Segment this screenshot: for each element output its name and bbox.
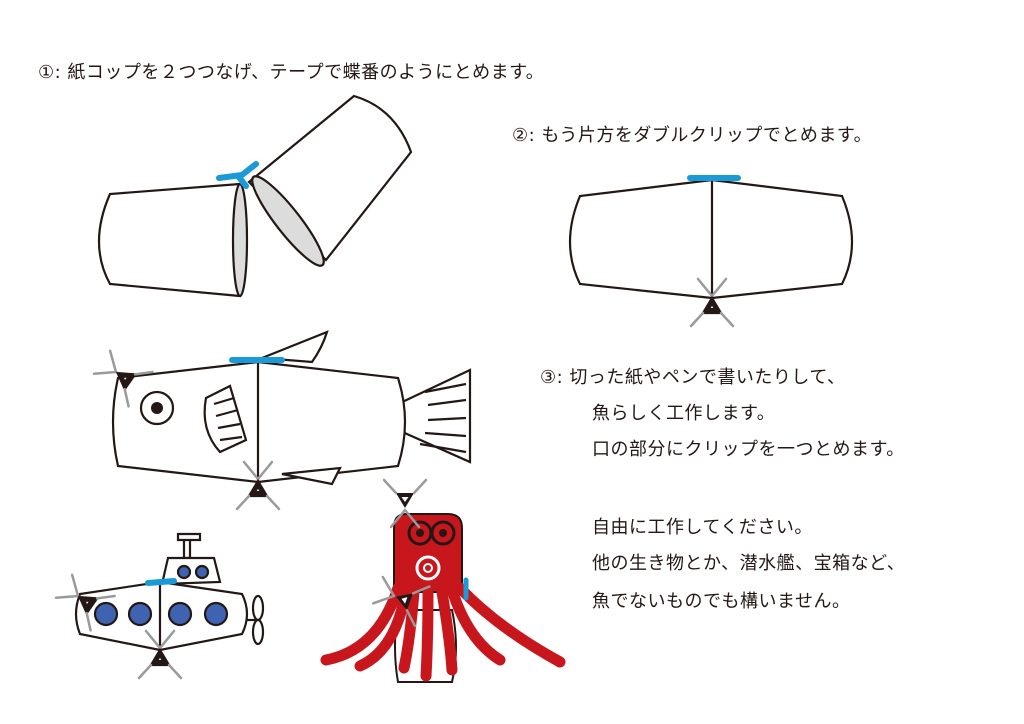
left-cup-rim — [231, 182, 249, 298]
fish-tail — [396, 368, 472, 464]
free-line-3: 魚でないものでも構いません。 — [592, 591, 851, 612]
step3-line-3: 口の部分にクリップを一つとめます。 — [592, 439, 905, 460]
step2-clipped-cups — [568, 175, 854, 328]
periscope-top — [176, 532, 202, 542]
propeller-blade — [251, 594, 265, 622]
step1-hinged-cups — [97, 94, 413, 298]
step1-text: ①: 紙コップを２つつなげ、テープで蝶番のようにとめます。 — [38, 62, 545, 83]
free-line-2: 他の生き物とか、潜水艦、宝箱など、 — [592, 553, 906, 574]
left-cup — [97, 182, 242, 298]
step3-line-2: 魚らしく工作します。 — [592, 403, 776, 424]
hinge-tape — [216, 161, 259, 189]
right-cup — [247, 94, 413, 262]
free-line-1: 自由に工作してください。 — [592, 517, 813, 538]
right-cup-rim — [251, 175, 325, 267]
octopus-mouth — [415, 555, 441, 581]
step2-text: ②: もう片方をダブルクリップでとめます。 — [512, 125, 873, 146]
fish-craft — [88, 330, 472, 511]
octopus-craft — [320, 478, 566, 683]
step3-line-1: ③: 切った紙やペンで書いたりして、 — [540, 367, 846, 388]
sub-tape — [145, 578, 177, 586]
fish-belly-fin — [281, 466, 342, 486]
octopus-tentacles — [320, 582, 566, 682]
fish-gill-fin — [203, 384, 248, 454]
fish-dorsal-fin — [261, 330, 329, 364]
submarine-craft — [50, 532, 265, 680]
